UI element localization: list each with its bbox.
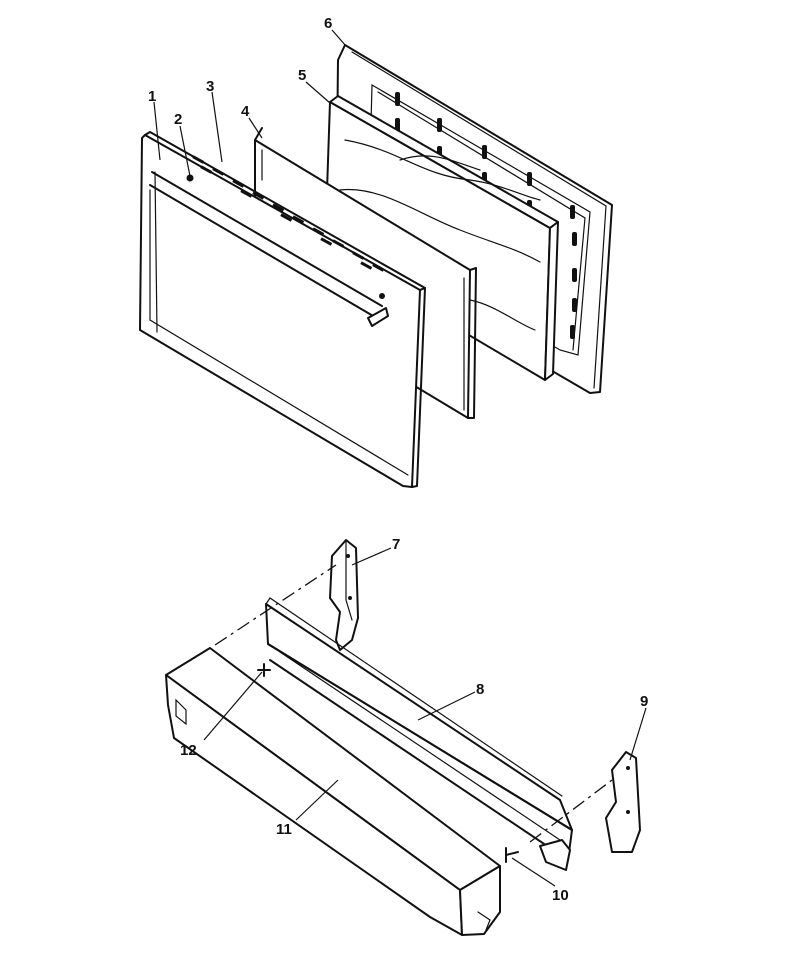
part-3-vent-slots: [192, 155, 385, 272]
callout-8: 8: [476, 681, 484, 698]
callout-11: 11: [276, 821, 292, 838]
assembly-line-left: [214, 564, 337, 646]
callout-2: 2: [174, 111, 182, 128]
callout-5: 5: [298, 67, 306, 84]
part-5-insulation: [324, 95, 559, 381]
callout-9: 9: [640, 693, 648, 710]
part-12-screw: [257, 663, 271, 677]
part-2-screw: [186, 174, 194, 182]
part-10-screw: [505, 847, 519, 863]
part-8-bottom-channel: [265, 597, 573, 871]
callout-12: 12: [180, 742, 197, 759]
part-1-outer-door: [139, 131, 426, 488]
assembly-line-right: [529, 779, 613, 843]
callouts: 1 2 3 4 5 6 7 8 9 10 11 12: [148, 15, 648, 904]
part-7-left-hinge: [329, 539, 359, 651]
callout-3: 3: [206, 78, 214, 95]
callout-1: 1: [148, 88, 156, 105]
callout-6: 6: [324, 15, 332, 32]
callout-10: 10: [552, 887, 569, 904]
callout-4: 4: [241, 103, 250, 120]
leader-lines: [153, 29, 647, 887]
part-9-right-hinge: [605, 751, 641, 853]
part-11-front-trim: [165, 647, 501, 936]
callout-7: 7: [392, 536, 400, 553]
